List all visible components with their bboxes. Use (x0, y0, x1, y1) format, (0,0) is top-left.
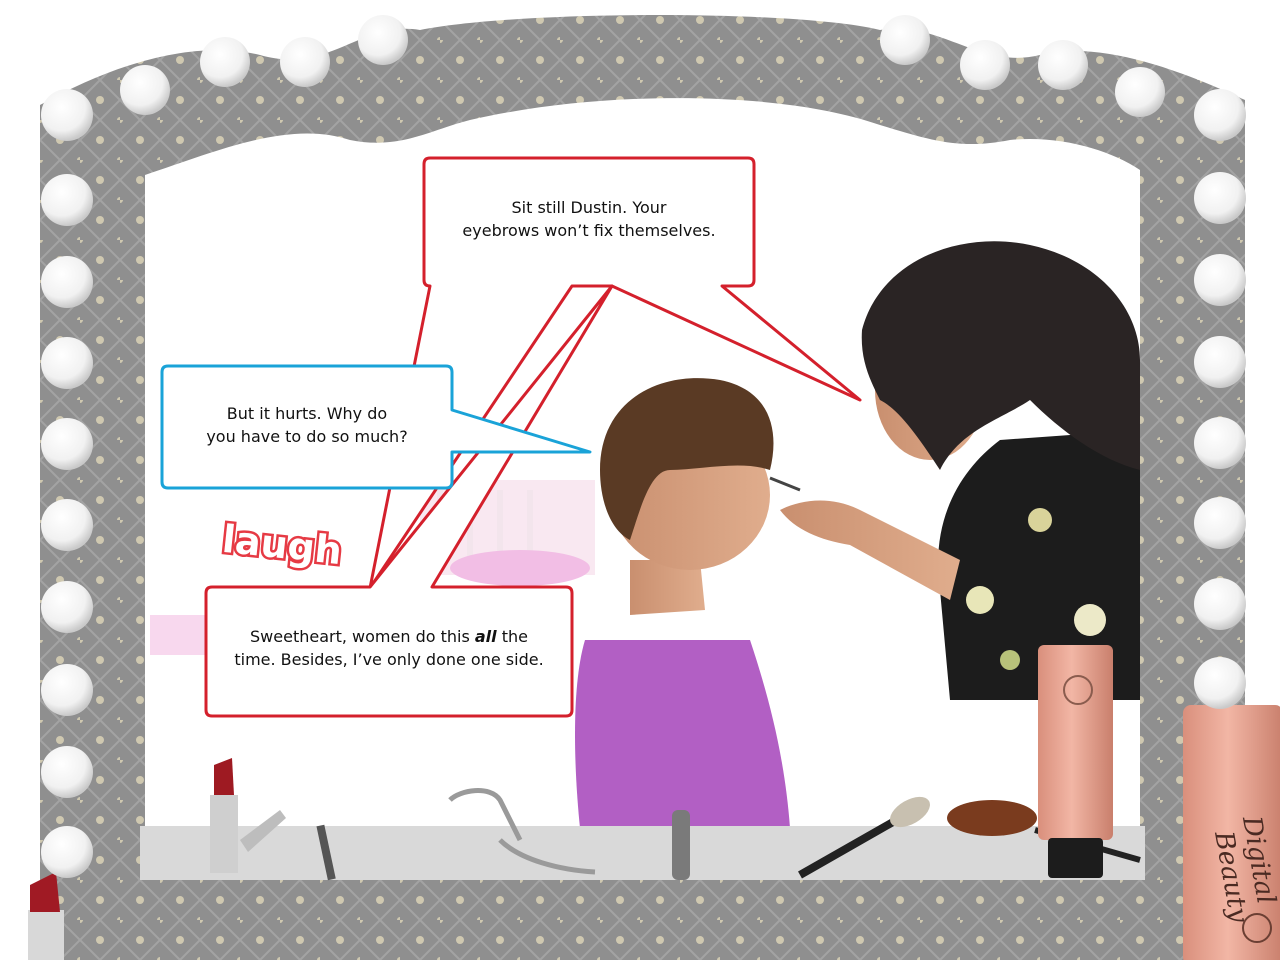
dialogue-line: Sweetheart, women do this all the (206, 625, 572, 648)
dialogue-text: Sweetheart, women do this (250, 627, 475, 646)
bulbs-right (1194, 89, 1246, 709)
lipstick-on-counter (210, 758, 286, 873)
mother-figure (769, 241, 1140, 700)
makeup-items (28, 645, 1280, 960)
dialogue-line: time. Besides, I’ve only done one side. (234, 650, 544, 669)
foundation-tube (1038, 645, 1113, 878)
product-tube-large (1183, 705, 1280, 960)
brow-pencil (316, 824, 336, 881)
dialogue-line: Sit still Dustin. Your (511, 198, 667, 217)
dustin-figure (575, 378, 790, 828)
sfx-text: laugh (220, 517, 344, 573)
mascara (672, 810, 690, 880)
lipstick-foreground (28, 872, 64, 960)
mother-bottom-dialogue: Sweetheart, women do this all the time. … (206, 625, 572, 671)
dialogue-line: eyebrows won’t fix themselves. (462, 221, 716, 240)
makeup-brush (798, 796, 930, 879)
eyelash-curler (448, 788, 596, 875)
speech-bubble-dustin (160, 364, 592, 490)
dialogue-line: you have to do so much? (206, 427, 408, 446)
bulbs-top (120, 15, 1165, 117)
emphasis-text: all (474, 627, 497, 646)
vanity-counter (40, 826, 1245, 960)
bulbs-left (41, 89, 93, 878)
vanity-bulbs (41, 15, 1246, 878)
dustin-dialogue: But it hurts. Why do you have to do so m… (162, 402, 452, 448)
speech-bubble-mother-top (368, 156, 862, 590)
mother-top-dialogue: Sit still Dustin. Your eyebrows won’t fi… (424, 196, 754, 242)
digital-beauty-logo: Digital Beauty (1208, 813, 1280, 943)
laugh-sound-effect: laugh (218, 516, 347, 576)
flower-icon (1242, 913, 1272, 943)
speech-bubble-mother-bottom (204, 284, 614, 718)
dialogue-line: But it hurts. Why do (226, 404, 388, 423)
dialogue-text: the (496, 627, 528, 646)
